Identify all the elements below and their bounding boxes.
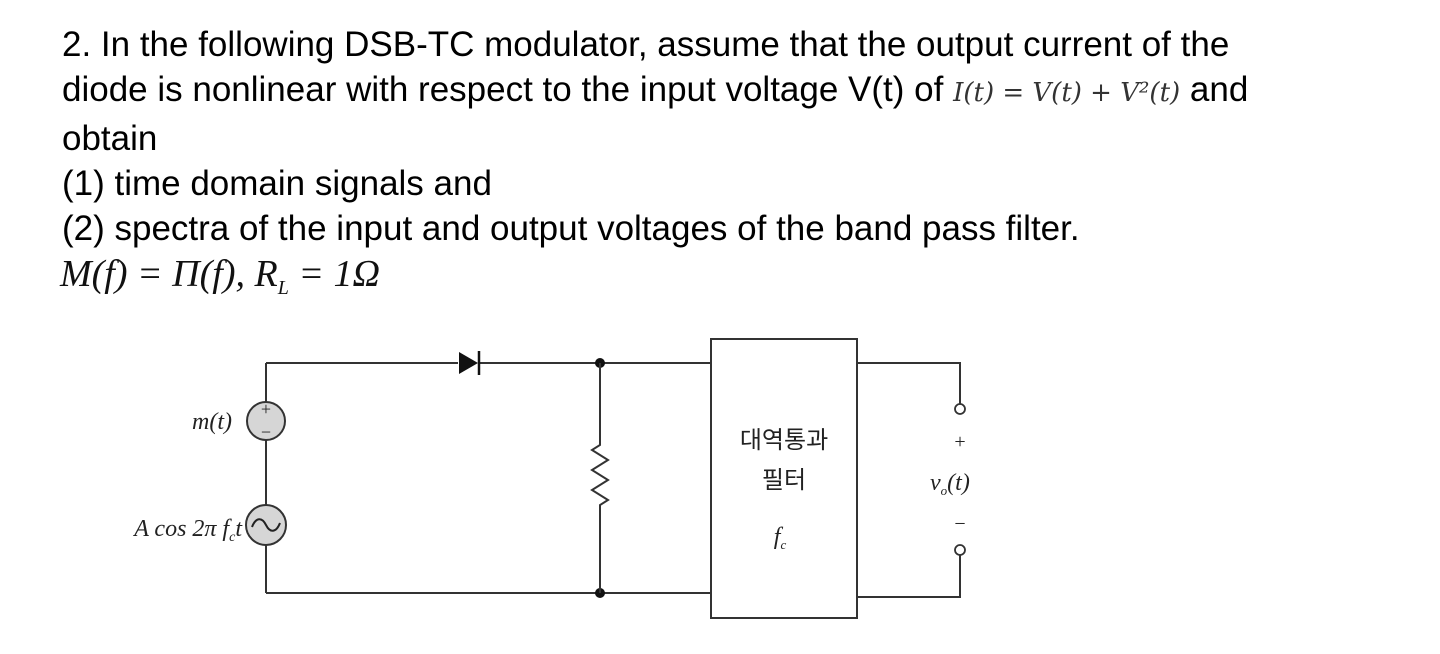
problem-line-2-tail: and (1189, 70, 1249, 109)
source-plus-sign: + (261, 399, 271, 419)
problem-line-2: diode is nonlinear with respect to the i… (62, 67, 1422, 116)
bpf-freq-f: f (774, 524, 784, 550)
given-resistance: = 1Ω (288, 253, 380, 295)
diode-symbol (459, 351, 481, 375)
message-source-label: m(t) (192, 409, 232, 435)
bpf-freq-sub: c (780, 537, 786, 552)
problem-line-5: (2) spectra of the input and output volt… (62, 209, 1080, 248)
carrier-label-sub: c (229, 530, 236, 545)
bpf-label-line2: 필터 (762, 466, 806, 494)
output-label-tail: (t) (947, 470, 970, 496)
problem-statement: 2. In the following DSB-TC modulator, as… (62, 22, 1422, 251)
carrier-label-t: t (235, 516, 243, 542)
load-resistor (590, 363, 610, 593)
bandpass-filter-box (710, 338, 858, 619)
carrier-source-label: A cos 2π fct (132, 516, 243, 545)
problem-line-1: 2. In the following DSB-TC modulator, as… (62, 25, 1230, 64)
output-plus-sign: + (954, 431, 965, 453)
problem-line-4: (1) time domain signals and (62, 164, 492, 203)
modulator-circuit: + − m(t) A cos 2π fct 대역통과 필터 fc + − vo(… (132, 338, 970, 619)
output-label-v: v (930, 470, 941, 496)
bpf-center-frequency: fc (774, 524, 787, 552)
output-wires (857, 362, 961, 598)
output-terminal-top (954, 403, 966, 415)
carrier-source (245, 504, 287, 546)
given-conditions: M(f) = Π(f), RL = 1Ω (60, 252, 380, 300)
output-voltage-label: vo(t) (930, 470, 970, 498)
output-minus-sign: − (954, 513, 965, 535)
bpf-label-line1: 대역통과 (740, 426, 828, 454)
message-source: + − (246, 399, 286, 442)
diode-equation: I(t) = V(t) + V²(t) (953, 78, 1181, 108)
given-spectrum: M(f) = Π(f), R (60, 253, 278, 295)
carrier-label-main: A cos 2π f (132, 516, 232, 542)
problem-line-3: obtain (62, 119, 158, 158)
source-minus-sign: − (261, 422, 271, 442)
given-sub: L (277, 277, 289, 299)
output-terminal-bottom (954, 544, 966, 556)
output-label-sub: o (941, 483, 948, 498)
problem-line-2-text: diode is nonlinear with respect to the i… (62, 70, 944, 109)
